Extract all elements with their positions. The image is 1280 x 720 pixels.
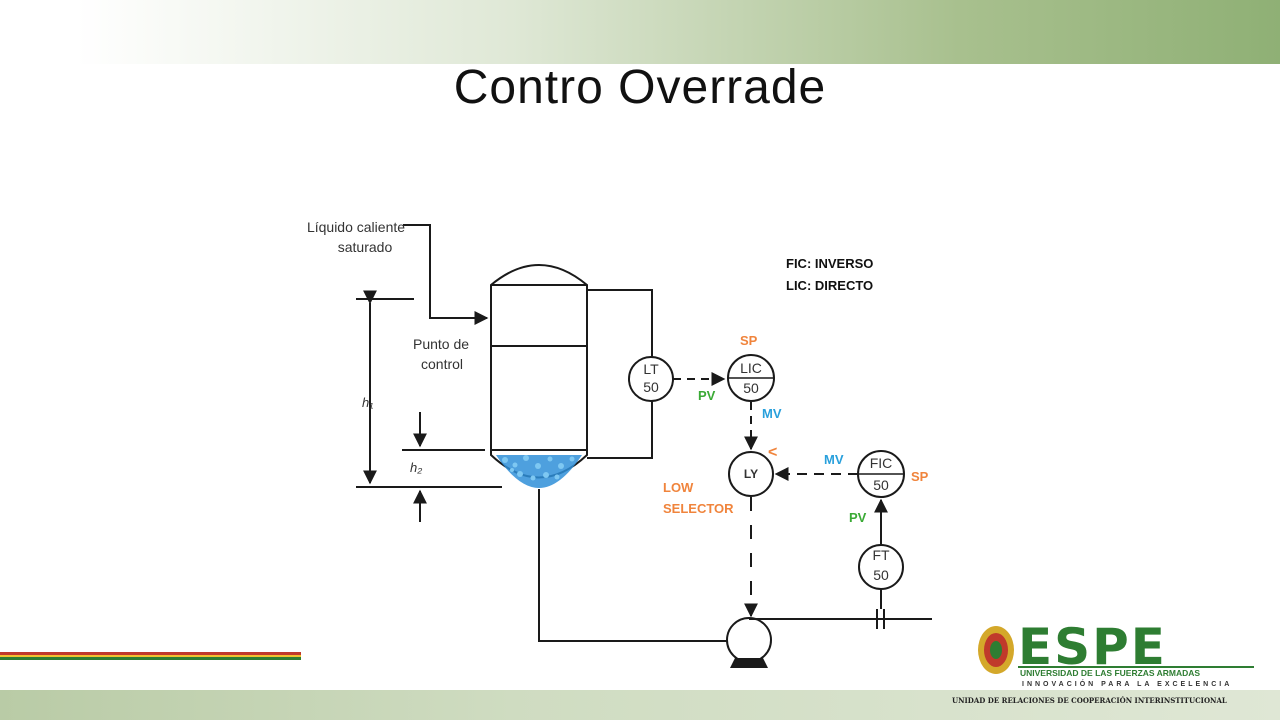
feed-label-line2: saturado: [338, 239, 393, 255]
lt-transmitter: LT 50: [628, 356, 674, 402]
lt-tag: LT: [643, 361, 659, 377]
fic-mv-label: MV: [824, 452, 844, 467]
fic-controller: FIC 50: [857, 450, 905, 498]
lic-tag: LIC: [740, 360, 762, 376]
lt-number: 50: [643, 379, 659, 395]
espe-logo: ESPE UNIVERSIDAD DE LAS FUERZAS ARMADAS …: [932, 616, 1280, 690]
fic-pv-label: PV: [849, 510, 867, 525]
level-dimension: [356, 290, 502, 522]
lic-number: 50: [743, 380, 759, 396]
legend-line1: FIC: INVERSO: [786, 256, 873, 271]
lic-pv-label: PV: [698, 388, 716, 403]
ly-tag: LY: [744, 467, 758, 481]
flash-vessel: [490, 264, 588, 479]
lt-impulse-lines: [587, 289, 653, 459]
ft-tag: FT: [872, 547, 890, 563]
fic-number: 50: [873, 477, 889, 493]
control-point-line1: Punto de: [413, 336, 469, 352]
bottom-footer-band: [0, 690, 1280, 720]
h2-label: h₂: [410, 460, 422, 475]
footer-yellow-stripe: [0, 655, 302, 657]
footer-red-stripe: [0, 652, 302, 655]
footer-green-stripe: [0, 657, 302, 660]
feed-line: [403, 224, 489, 325]
top-header-band: [0, 0, 1280, 64]
logo-footer: UNIDAD DE RELACIONES DE COOPERACIÓN INTE…: [952, 690, 1280, 705]
selector-label-line1: LOW: [663, 480, 694, 495]
lic-sp-label: SP: [740, 333, 758, 348]
logo-line1: UNIVERSIDAD DE LAS FUERZAS ARMADAS: [1020, 668, 1200, 678]
diagram-panel: Líquido caliente saturado Punto de contr…: [301, 196, 966, 690]
ly-selector: LY: [728, 451, 774, 497]
fic-tag: FIC: [870, 455, 893, 471]
logo-line2: INNOVACIÓN PARA LA EXCELENCIA: [1022, 679, 1232, 688]
vessel-liquid: [496, 455, 582, 488]
university-seal-icon: [978, 626, 1014, 674]
slide-title: Contro Overrade: [453, 61, 827, 114]
pump: [726, 617, 772, 668]
fic-sp-label: SP: [911, 469, 929, 484]
ft-transmitter: FT 50: [858, 544, 904, 590]
override-control-diagram: Líquido caliente saturado Punto de contr…: [307, 219, 966, 668]
lic-controller: LIC 50: [727, 354, 775, 402]
logo-line3: UNIDAD DE RELACIONES DE COOPERACIÓN INTE…: [952, 696, 1227, 705]
legend-line2: LIC: DIRECTO: [786, 278, 873, 293]
ft-number: 50: [873, 567, 889, 583]
lic-mv-label: MV: [762, 406, 782, 421]
selector-label-line2: SELECTOR: [663, 501, 734, 516]
feed-label-line1: Líquido caliente: [307, 219, 405, 235]
h1-label: h₁: [362, 395, 373, 410]
control-point-line2: control: [421, 356, 463, 372]
selector-symbol: <: [768, 444, 777, 461]
